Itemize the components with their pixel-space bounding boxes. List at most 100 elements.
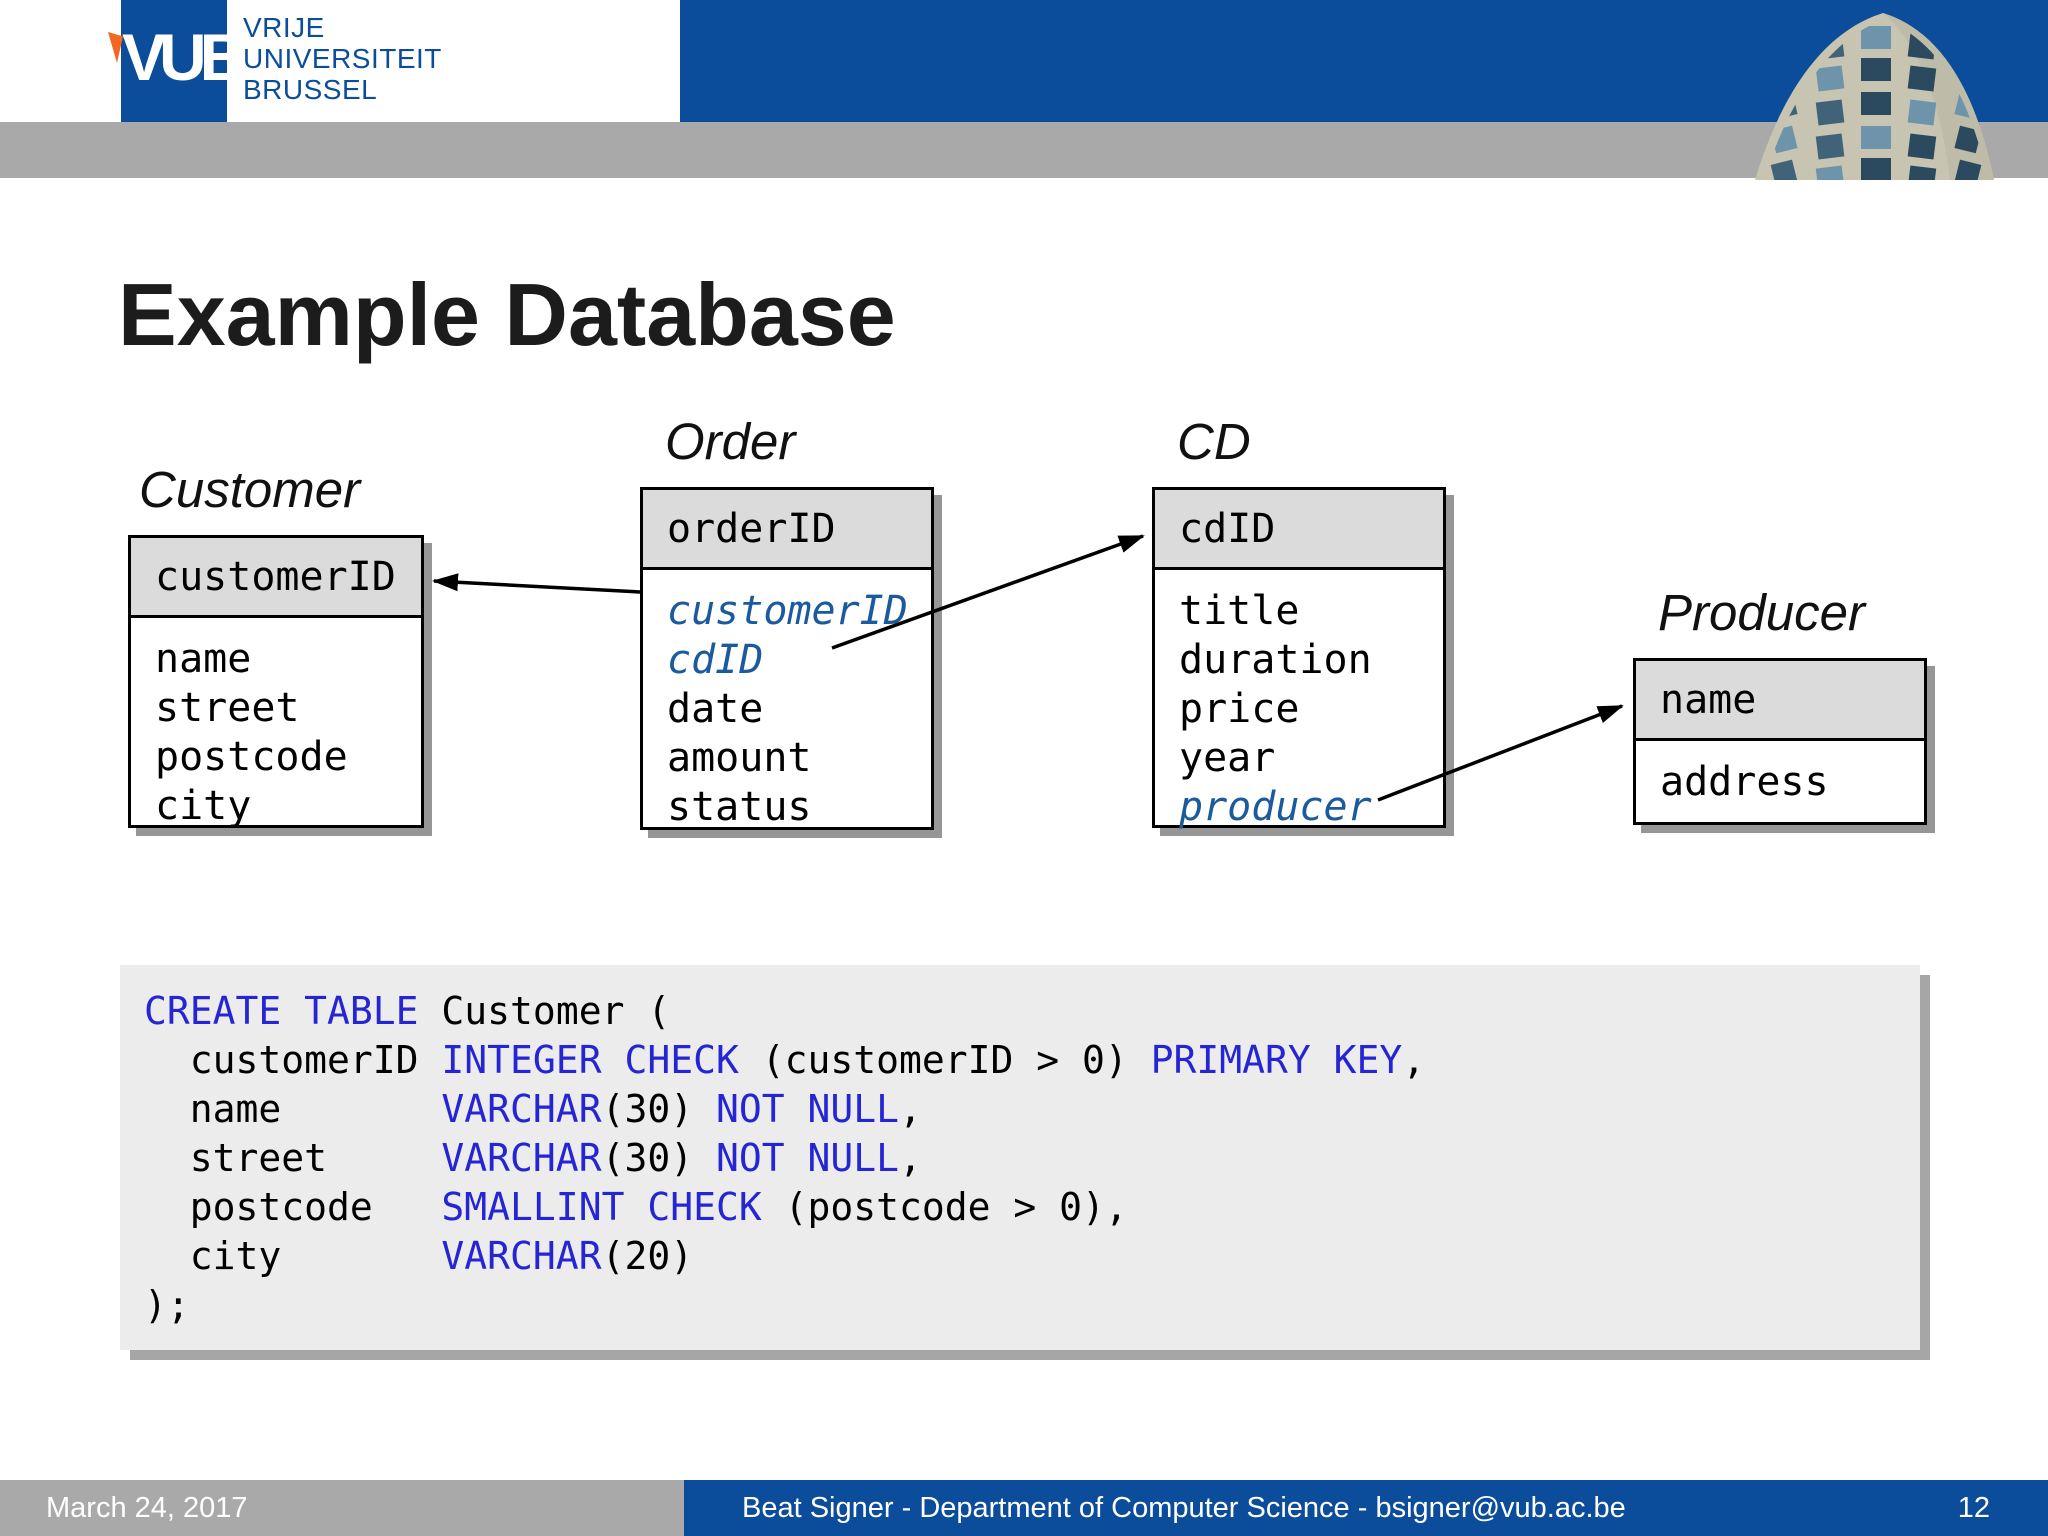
sql-text: (30): [601, 1136, 716, 1180]
page-title: Example Database: [118, 265, 896, 364]
sql-text: name: [144, 1087, 442, 1131]
sql-code-block: CREATE TABLE Customer ( customerID INTEG…: [120, 965, 1920, 1350]
table-box-producer: name address: [1633, 658, 1927, 825]
field-date: date: [667, 686, 764, 732]
building-window: [1815, 65, 1845, 92]
footer-right-band: Beat Signer - Department of Computer Sci…: [684, 1480, 2048, 1536]
university-name-line: UNIVERSITEIT: [243, 43, 442, 74]
building-window: [1861, 58, 1891, 81]
sql-text: (30): [601, 1087, 716, 1131]
sql-keyword: VARCHAR: [441, 1136, 602, 1180]
table-fields-producer: address: [1636, 741, 1924, 807]
sql-text: postcode: [144, 1185, 442, 1229]
code-line-2: customerID INTEGER CHECK (customerID > 0…: [144, 1036, 1920, 1085]
building-window: [1815, 165, 1845, 180]
field-producer: producer: [1179, 784, 1372, 830]
vub-logo: VUB: [108, 0, 247, 122]
sql-keyword: NOT NULL: [715, 1087, 899, 1131]
sql-keyword: VARCHAR: [441, 1234, 602, 1278]
field-street: street: [155, 685, 300, 731]
code-line-5: postcode SMALLINT CHECK (postcode > 0),: [144, 1183, 1920, 1232]
sql-text: Customer (: [418, 989, 671, 1033]
field-price: price: [1179, 686, 1300, 732]
field-amount: amount: [667, 735, 812, 781]
footer: March 24, 2017 Beat Signer - Department …: [0, 1480, 2048, 1536]
field-year: year: [1179, 735, 1276, 781]
code-line-4: street VARCHAR(30) NOT NULL,: [144, 1134, 1920, 1183]
table-title-producer: Producer: [1658, 584, 1865, 641]
vub-logo-text: VUB: [122, 20, 247, 94]
sql-keyword: CREATE TABLE: [144, 989, 419, 1033]
building-window: [1861, 158, 1891, 180]
building-window: [1815, 133, 1845, 160]
footer-author-text: Beat Signer - Department of Computer Sci…: [742, 1491, 1626, 1524]
table-producer: Producer name address: [1633, 587, 1927, 825]
footer-page-number: 12: [1957, 1491, 1990, 1524]
sql-keyword: INTEGER CHECK: [441, 1038, 739, 1082]
building-window: [1861, 126, 1891, 149]
header-gray-bar: [0, 122, 2048, 178]
table-title-cd: CD: [1177, 413, 1251, 470]
vub-building-photo: [1755, 13, 1994, 180]
sql-text: city: [144, 1234, 442, 1278]
building-window: [1770, 159, 1798, 180]
building-window: [1954, 125, 1982, 154]
sql-keyword: VARCHAR: [441, 1087, 602, 1131]
building-window: [1907, 65, 1937, 92]
university-name: VRIJE UNIVERSITEIT BRUSSEL: [243, 12, 442, 105]
table-header-order: orderID: [643, 490, 931, 570]
relation-arrow-order-customer: [432, 573, 641, 594]
field-title: title: [1179, 588, 1300, 634]
sql-keyword: PRIMARY KEY: [1150, 1038, 1403, 1082]
code-line-7: );: [144, 1281, 1920, 1330]
sql-text: street: [144, 1136, 442, 1180]
table-header-producer: name: [1636, 661, 1924, 741]
building-window: [1907, 99, 1937, 126]
sql-text: (customerID > 0): [738, 1038, 1151, 1082]
building-window: [1907, 165, 1937, 180]
sql-keyword: SMALLINT CHECK: [441, 1185, 762, 1229]
sql-text: (postcode > 0),: [761, 1185, 1128, 1229]
sql-text: ,: [1402, 1038, 1426, 1082]
university-name-line: BRUSSEL: [243, 74, 378, 105]
sql-text: customerID: [144, 1038, 442, 1082]
table-title-order: Order: [665, 413, 796, 470]
field-cdID: cdID: [667, 637, 764, 683]
table-title-customer: Customer: [139, 461, 361, 518]
code-line-6: city VARCHAR(20): [144, 1232, 1920, 1281]
vub-logo-orange-triangle: [108, 32, 123, 63]
building-window: [1954, 159, 1982, 180]
table-header-customer: customerID: [131, 538, 421, 618]
building-window: [1861, 26, 1891, 49]
building-window: [1907, 133, 1937, 160]
field-duration: duration: [1179, 637, 1372, 683]
sql-text: ,: [899, 1136, 922, 1180]
footer-date: March 24, 2017: [0, 1480, 684, 1536]
field-customerID: customerID: [667, 588, 908, 634]
field-city: city: [155, 783, 252, 829]
field-postcode: postcode: [155, 734, 348, 780]
building-window: [1770, 59, 1798, 88]
sql-text: );: [144, 1283, 190, 1327]
sql-text: ,: [899, 1087, 922, 1131]
university-name-line: VRIJE: [243, 12, 325, 43]
field-address: address: [1660, 759, 1829, 805]
field-name: name: [155, 636, 252, 682]
sql-text: (20): [601, 1234, 694, 1278]
code-line-1: CREATE TABLE Customer (: [144, 987, 1920, 1036]
building-window: [1861, 92, 1891, 115]
code-line-3: name VARCHAR(30) NOT NULL,: [144, 1085, 1920, 1134]
field-status: status: [667, 784, 812, 830]
table-header-cd: cdID: [1155, 490, 1443, 570]
building-window: [1815, 99, 1845, 126]
